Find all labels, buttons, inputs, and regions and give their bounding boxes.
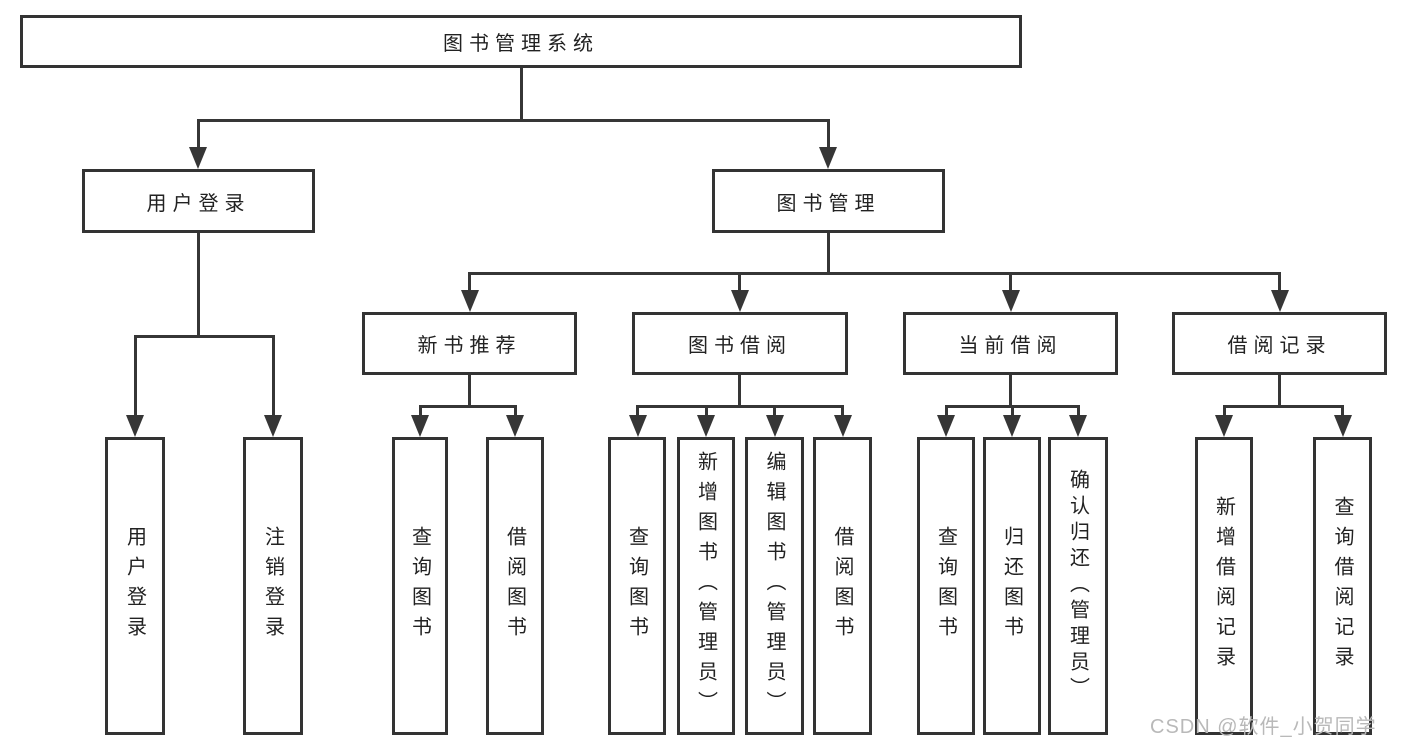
node-user-login-label: 用户登录 bbox=[146, 192, 251, 215]
node-leaf-confirm-return-admin: 确认归还（管理员） bbox=[1048, 437, 1108, 735]
connector-book-borrowing-rail bbox=[636, 405, 844, 408]
arrowhead-down-icon bbox=[833, 415, 852, 437]
connector-root-rail bbox=[196, 119, 830, 122]
leaf-label: 借阅图书 bbox=[503, 526, 526, 646]
leaf-label: 查询图书 bbox=[408, 526, 431, 646]
connector-book-borrowing-stem bbox=[738, 375, 741, 408]
leaf-label: 查询借阅记录 bbox=[1331, 496, 1353, 676]
arrowhead-down-icon bbox=[1003, 415, 1021, 437]
node-book-management: 图书管理 bbox=[712, 169, 945, 233]
node-leaf-add-books-admin: 新增图书（管理员） bbox=[677, 437, 735, 735]
node-leaf-query-borrow-record: 查询借阅记录 bbox=[1313, 437, 1372, 735]
connector-drop-user-login bbox=[196, 119, 200, 150]
connector-book-management-stem bbox=[826, 233, 830, 275]
connector-drop-leaf-logout bbox=[271, 335, 275, 419]
arrowhead-down-icon bbox=[765, 415, 784, 437]
arrowhead-down-icon bbox=[1001, 290, 1020, 312]
connector-drop-borrowing-records bbox=[1278, 272, 1281, 294]
connector-drop bbox=[513, 405, 517, 419]
connector-root-stem bbox=[519, 68, 523, 122]
connector-drop bbox=[1010, 405, 1014, 419]
node-leaf-borrow-books: 借阅图书 bbox=[813, 437, 872, 735]
node-leaf-query-books-borrowing: 查询图书 bbox=[608, 437, 666, 735]
arrowhead-down-icon bbox=[1069, 415, 1087, 437]
leaf-label: 用户登录 bbox=[123, 526, 146, 646]
node-root: 图书管理系统 bbox=[20, 15, 1022, 68]
leaf-label: 确认归还（管理员） bbox=[1066, 469, 1089, 703]
connector-new-book-stem bbox=[468, 375, 471, 408]
connector-drop bbox=[1222, 405, 1226, 419]
node-leaf-query-books-current: 查询图书 bbox=[917, 437, 975, 735]
node-leaf-add-borrow-record: 新增借阅记录 bbox=[1195, 437, 1253, 735]
connector-drop bbox=[944, 405, 948, 419]
leaf-label: 新增图书（管理员） bbox=[694, 451, 717, 721]
connector-current-borrowing-stem bbox=[1009, 375, 1012, 408]
node-new-book-recommendation: 新书推荐 bbox=[362, 312, 577, 375]
connector-borrowing-records-rail bbox=[1222, 405, 1344, 408]
leaf-label: 查询图书 bbox=[625, 526, 648, 646]
node-leaf-user-login: 用户登录 bbox=[105, 437, 165, 735]
arrowhead-down-icon bbox=[1215, 415, 1233, 437]
arrowhead-down-icon bbox=[697, 415, 715, 437]
connector-drop-book-management bbox=[826, 119, 830, 150]
node-book-borrowing-label: 图书借阅 bbox=[688, 335, 792, 357]
arrowhead-down-icon bbox=[264, 415, 282, 437]
node-leaf-query-books-recommend: 查询图书 bbox=[392, 437, 448, 735]
arrowhead-down-icon bbox=[628, 415, 647, 437]
arrowhead-down-icon bbox=[1333, 415, 1352, 437]
connector-drop-book-borrowing bbox=[738, 272, 741, 294]
connector-drop bbox=[1341, 405, 1344, 419]
node-leaf-borrow-books-recommend: 借阅图书 bbox=[486, 437, 544, 735]
arrowhead-down-icon bbox=[126, 415, 144, 437]
leaf-label: 新增借阅记录 bbox=[1212, 496, 1235, 676]
csdn-watermark: CSDN @软件_小贺同学 bbox=[1150, 716, 1377, 738]
connector-borrowing-records-stem bbox=[1278, 375, 1281, 408]
node-leaf-logout: 注销登录 bbox=[243, 437, 303, 735]
connector-book-management-rail bbox=[468, 272, 1281, 275]
node-borrowing-records-label: 借阅记录 bbox=[1227, 335, 1332, 357]
connector-drop-leaf-user-login bbox=[133, 335, 137, 419]
node-new-book-recommendation-label: 新书推荐 bbox=[417, 335, 522, 357]
connector-drop bbox=[841, 405, 844, 419]
connector-drop-new-book bbox=[468, 272, 471, 294]
node-leaf-edit-books-admin: 编辑图书（管理员） bbox=[745, 437, 804, 735]
node-leaf-return-books: 归还图书 bbox=[983, 437, 1041, 735]
node-root-label: 图书管理系统 bbox=[443, 33, 599, 55]
connector-new-book-rail bbox=[418, 405, 517, 408]
leaf-label: 借阅图书 bbox=[831, 526, 853, 646]
node-current-borrowing: 当前借阅 bbox=[903, 312, 1118, 375]
connector-drop-current-borrowing bbox=[1009, 272, 1012, 294]
leaf-label: 注销登录 bbox=[261, 526, 284, 646]
leaf-label: 查询图书 bbox=[934, 526, 957, 646]
arrowhead-down-icon bbox=[506, 415, 524, 437]
leaf-label: 归还图书 bbox=[1000, 526, 1023, 646]
connector-user-login-stem bbox=[196, 233, 200, 338]
node-user-login: 用户登录 bbox=[82, 169, 315, 233]
node-borrowing-records: 借阅记录 bbox=[1172, 312, 1387, 375]
arrowhead-down-icon bbox=[189, 147, 207, 169]
connector-drop bbox=[636, 405, 639, 419]
connector-drop bbox=[1076, 405, 1080, 419]
connector-user-login-rail bbox=[133, 335, 275, 338]
arrowhead-down-icon bbox=[411, 415, 429, 437]
arrowhead-down-icon bbox=[937, 415, 955, 437]
connector-drop bbox=[773, 405, 776, 419]
node-book-borrowing: 图书借阅 bbox=[632, 312, 848, 375]
leaf-label: 编辑图书（管理员） bbox=[763, 451, 785, 721]
connector-drop bbox=[418, 405, 422, 419]
arrowhead-down-icon bbox=[730, 290, 749, 312]
arrowhead-down-icon bbox=[819, 147, 837, 169]
arrowhead-down-icon bbox=[460, 290, 479, 312]
node-current-borrowing-label: 当前借阅 bbox=[958, 335, 1063, 357]
connector-drop bbox=[704, 405, 708, 419]
arrowhead-down-icon bbox=[1270, 290, 1289, 312]
node-book-management-label: 图书管理 bbox=[776, 192, 881, 215]
